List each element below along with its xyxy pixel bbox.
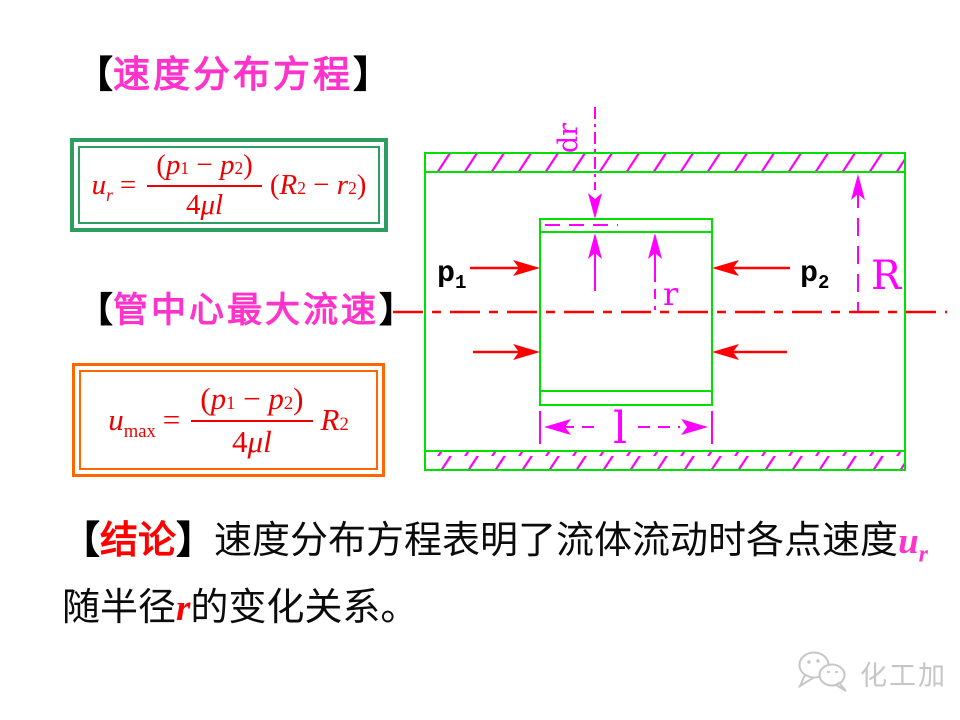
p1-label: p1 (437, 257, 466, 294)
R-up-arrowhead-icon (851, 174, 865, 200)
wechat-bubbles-icon (797, 651, 847, 692)
r-dimension (648, 233, 662, 310)
fluid-element-body (539, 218, 713, 406)
title-close-bracket: 】 (353, 52, 390, 96)
p1-lower-arrowhead-icon (513, 344, 540, 360)
u-symbol: u (91, 168, 107, 201)
title-close-bracket: 】 (379, 290, 415, 331)
pressure-arrows (470, 260, 790, 360)
p2-label: p2 (800, 257, 829, 294)
u-subscript: r (106, 184, 113, 205)
equals-sign: = (119, 168, 137, 201)
l-right-arrowhead-icon (681, 419, 708, 435)
ur-symbol: ur (898, 521, 928, 568)
r-up-arrowhead-icon (648, 233, 662, 259)
dr-down-arrowhead-icon (588, 193, 602, 219)
l-dimension (539, 411, 713, 444)
watermark-text: 化工加 (860, 660, 947, 691)
l-label: l (613, 403, 627, 454)
r-label: r (663, 275, 679, 313)
conclusion-text-1: 速度分布方程表明了流体流动时各点速度 (214, 520, 899, 562)
conclusion-line-2: 随半径r的变化关系。 (62, 575, 946, 642)
dr-label: dr (553, 123, 584, 153)
conclusion-keyword: 结论 (100, 517, 177, 562)
title-open-bracket: 【 (78, 290, 114, 331)
dr-up-arrowhead-icon (588, 233, 602, 259)
r-symbol: r (176, 588, 191, 629)
title-text: 速度分布方程 (113, 52, 353, 96)
u-symbol: u (108, 402, 124, 437)
conclusion-line-1: 【结论】速度分布方程表明了流体流动时各点速度ur (62, 517, 928, 568)
title-text: 管中心最大流速 (113, 290, 380, 331)
conclusion-text-3: 的变化关系。 (190, 587, 419, 629)
l-left-arrowhead-icon (544, 419, 571, 435)
lhs: ur (91, 168, 113, 205)
title-open-bracket: 【 (76, 52, 113, 96)
dr-dimension (545, 107, 618, 291)
fluid-element (539, 218, 713, 406)
conclusion-text-2: 随半径 (62, 587, 177, 629)
lhs: umax (108, 402, 156, 441)
u-subscript: max (123, 421, 156, 443)
conclusion: 【结论】速度分布方程表明了流体流动时各点速度ur 随半径r的变化关系。 (62, 506, 946, 642)
p2-lower-arrowhead-icon (712, 344, 739, 360)
pipe-top-wall-hatch (424, 152, 906, 173)
equals-sign: = (162, 402, 181, 437)
p1-upper-arrowhead-icon (513, 260, 540, 276)
R-label: R (871, 253, 903, 299)
p2-upper-arrowhead-icon (712, 260, 739, 276)
pipe-bottom-wall-hatch (424, 450, 906, 471)
pipe-flow-diagram: p1 p2 dr r R (393, 107, 947, 471)
watermark: 化工加 (795, 648, 947, 698)
R-dimension (851, 174, 865, 311)
velocity-section-title: 【速度分布方程】 (76, 44, 390, 98)
pipe-outline (424, 152, 906, 471)
max-velocity-section-title: 【管中心最大流速】 (78, 282, 414, 333)
